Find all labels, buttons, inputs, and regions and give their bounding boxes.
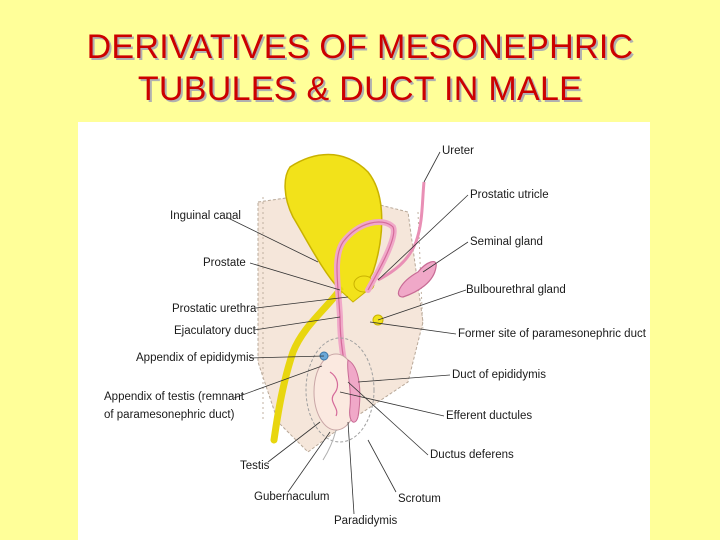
label-inguinal-canal: Inguinal canal [170, 210, 241, 222]
label-appendix-epididymis: Appendix of epididymis [136, 352, 255, 364]
scrotum-outline [305, 337, 375, 443]
label-testis: Testis [240, 460, 270, 472]
label-prostatic-urethra: Prostatic urethra [172, 303, 257, 315]
seminal-gland-shape [397, 260, 437, 298]
ureter-path [377, 181, 426, 282]
label-ductus-deferens: Ductus deferens [430, 449, 514, 461]
slide-title: DERIVATIVES OF MESONEPHRIC TUBULES & DUC… [0, 26, 720, 110]
label-prostatic-utricle: Prostatic utricle [470, 189, 549, 201]
efferent-ductules-path [329, 371, 339, 417]
label-scrotum: Scrotum [398, 493, 441, 505]
label-ureter: Ureter [442, 145, 474, 157]
label-bulbourethral-gland: Bulbourethral gland [466, 284, 566, 296]
title-line-2: TUBULES & DUCT IN MALE [137, 70, 583, 108]
label-appendix-testis-1: Appendix of testis (remnant [104, 391, 244, 403]
label-prostate: Prostate [203, 257, 246, 269]
urethra [270, 286, 344, 444]
label-former-site: Former site of paramesonephric duct [458, 328, 646, 340]
urethra-stub [339, 289, 369, 303]
label-seminal-gland: Seminal gland [470, 236, 543, 248]
label-appendix-testis-2: of paramesonephric duct) [104, 409, 235, 421]
gubernaculum-path [322, 429, 337, 461]
label-efferent-ductules: Efferent ductules [446, 410, 533, 422]
label-gubernaculum: Gubernaculum [254, 491, 330, 503]
title-line-1: DERIVATIVES OF MESONEPHRIC [86, 28, 634, 66]
leader-lines [225, 151, 469, 515]
diagram-figure: Ureter Prostatic utricle Inguinal canal … [78, 122, 650, 540]
label-ejaculatory-duct: Ejaculatory duct [174, 325, 256, 337]
diagram-illustration [225, 151, 469, 515]
epididymis-shape [347, 359, 361, 423]
label-duct-epididymis: Duct of epididymis [452, 369, 546, 381]
label-paradidymis: Paradidymis [334, 515, 398, 527]
